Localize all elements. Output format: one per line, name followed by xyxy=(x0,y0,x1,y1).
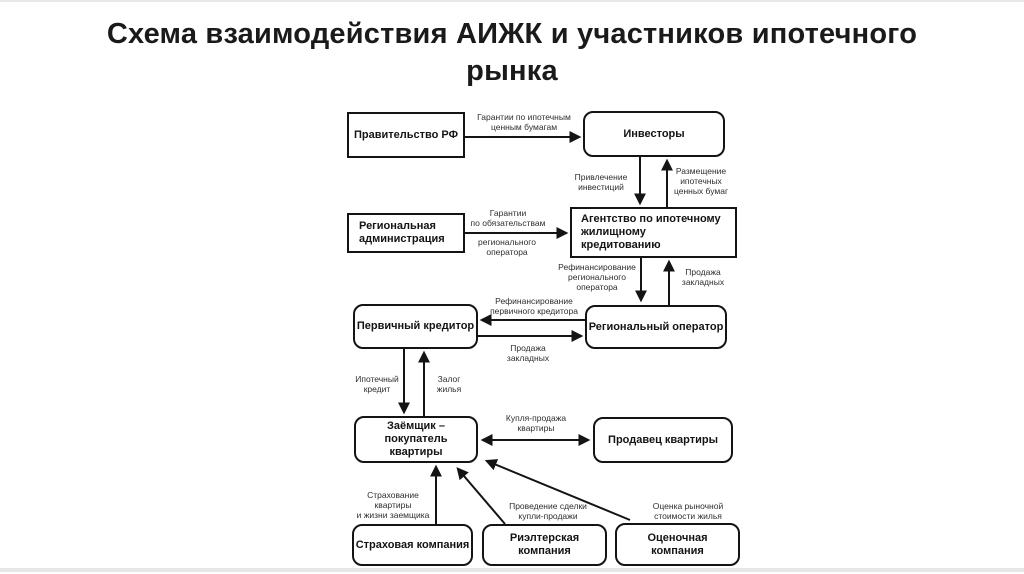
edge-label-mortgage-loan: Ипотечный кредит xyxy=(355,374,399,394)
arrow-realtor-to-borrower xyxy=(456,467,506,525)
edge-label-guarantees-obligations-top: Гарантии по обязательствам xyxy=(470,208,546,228)
arrow-appraisal-to-borrower xyxy=(484,459,631,521)
node-government: Правительство РФ xyxy=(347,112,465,158)
node-appraisal-company: Оценочная компания xyxy=(615,523,740,566)
diagram-title: Схема взаимодействия АИЖК и участников и… xyxy=(106,18,918,87)
edge-label-guarantees-obligations-bottom: регионального оператора xyxy=(478,237,536,257)
edge-label-insurance-service: Страхование квартиры и жизни заемщика xyxy=(356,490,430,520)
edge-label-apartment-sale: Купля-продажа квартиры xyxy=(505,413,567,433)
node-insurance-company: Страховая компания xyxy=(352,524,473,566)
node-realtor-company: Риэлтерская компания xyxy=(482,524,607,566)
edge-label-sale-mortgages-lower: Продажа закладных xyxy=(506,343,550,363)
node-primary-creditor: Первичный кредитор xyxy=(353,304,478,349)
node-seller: Продавец квартиры xyxy=(593,417,733,463)
edge-label-housing-pledge: Залог жилья xyxy=(436,374,462,394)
edge-label-appraisal-service: Оценка рыночной стоимости жилья xyxy=(652,501,724,521)
slide-top-edge xyxy=(0,0,1024,2)
node-ahml: Агентство по ипотечному жилищному кредит… xyxy=(570,207,737,258)
edge-label-deal-service: Проведение сделки купли-продажи xyxy=(509,501,587,521)
node-regional-admin: Региональная администрация xyxy=(347,213,465,253)
edge-label-attract-investments: Привлечение инвестиций xyxy=(574,172,628,192)
edge-label-refinancing-primary: Рефинансирование первичного кредитора xyxy=(490,296,578,316)
node-regional-operator: Региональный оператор xyxy=(585,305,727,349)
node-investors: Инвесторы xyxy=(583,111,725,157)
edge-label-guarantees-securities: Гарантии по ипотечным ценным бумагам xyxy=(477,112,571,132)
edge-label-refinancing-regional: Рефинансирование регионального оператора xyxy=(558,262,636,292)
slide-bottom-edge xyxy=(0,568,1024,572)
edge-label-placement-securities: Размещение ипотечных ценных бумаг xyxy=(673,166,729,196)
edge-label-sale-mortgages-upper: Продажа закладных xyxy=(681,267,725,287)
node-borrower: Заёмщик – покупатель квартиры xyxy=(354,416,478,463)
